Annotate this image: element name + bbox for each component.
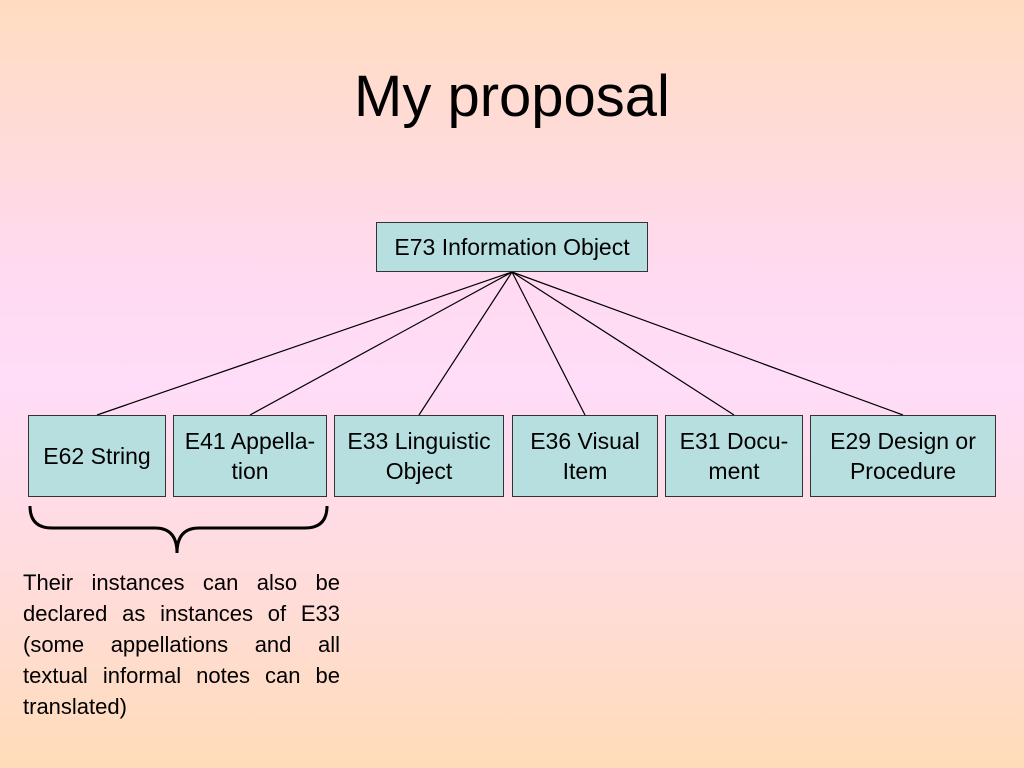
connector-e62 (96, 271, 513, 416)
connector-e33 (418, 271, 513, 416)
slide-title: My proposal (354, 64, 670, 129)
curly-brace (28, 505, 329, 554)
node-e62-string: E62 String (28, 415, 166, 497)
node-label: E33 Linguistic Object (347, 428, 491, 484)
node-e29-design-or-procedure: E29 Design or Procedure (810, 415, 996, 497)
note-text: Their instances can also be declared as … (23, 570, 340, 719)
node-label: E73 Information Object (394, 234, 630, 260)
node-label: E62 String (43, 443, 151, 469)
node-label: E36 Visual Item (530, 428, 640, 484)
node-label: E29 Design or Procedure (830, 428, 976, 484)
connector-e31 (511, 271, 735, 416)
node-label: E41 Appella-tion (184, 428, 316, 484)
node-e41-appellation: E41 Appella-tion (173, 415, 327, 497)
node-e31-document: E31 Docu-ment (665, 415, 803, 497)
node-e36-visual-item: E36 Visual Item (512, 415, 658, 497)
node-e33-linguistic-object: E33 Linguistic Object (334, 415, 504, 497)
node-label: E31 Docu-ment (679, 428, 789, 484)
connector-e36 (511, 271, 586, 416)
connector-e41 (249, 271, 513, 416)
node-e73-information-object: E73 Information Object (376, 222, 648, 272)
connector-e29 (511, 271, 904, 416)
